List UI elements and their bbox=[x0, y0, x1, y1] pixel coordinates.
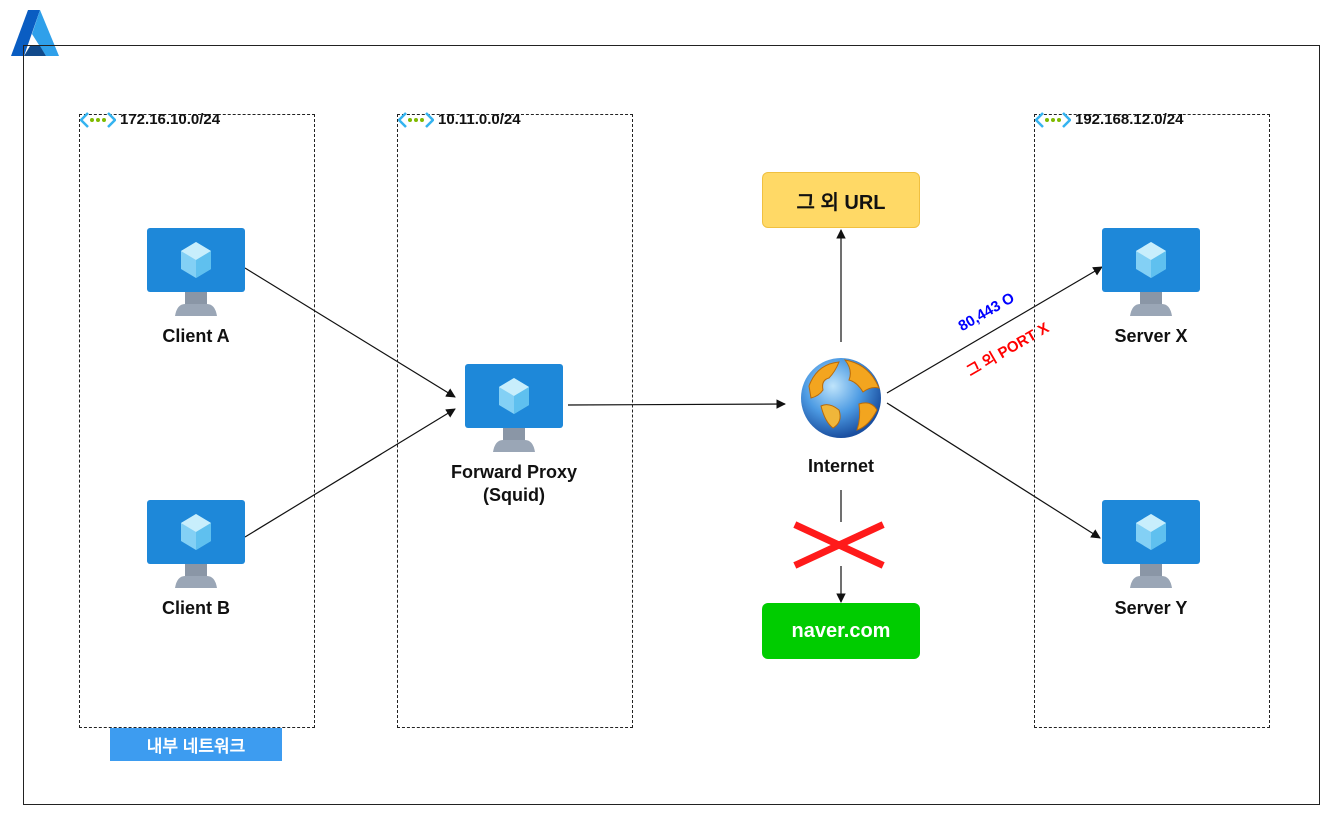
zone-cidr: 172.16.10.0/24 bbox=[120, 111, 221, 128]
vnet-icon bbox=[398, 111, 434, 128]
arrow-internet-to-server-y bbox=[886, 402, 1101, 539]
globe-icon bbox=[801, 358, 881, 438]
virtual-machine-icon bbox=[147, 228, 245, 316]
red-x-icon bbox=[793, 521, 885, 569]
zone-internal: 172.16.10.0/24 bbox=[79, 111, 315, 728]
virtual-machine-icon bbox=[147, 500, 245, 588]
virtual-machine-icon bbox=[1102, 228, 1200, 316]
internal-network-tag: 내부 네트워크 bbox=[110, 728, 282, 761]
node-label: Forward Proxy (Squid) bbox=[450, 462, 578, 505]
node-forward-proxy[interactable]: Forward Proxy (Squid) bbox=[430, 364, 598, 507]
node-server-x[interactable]: Server X bbox=[1092, 228, 1210, 348]
zone-servers: 192.168.12.0/24 bbox=[1034, 111, 1270, 728]
node-label: Server Y bbox=[1114, 598, 1188, 618]
node-label: Client B bbox=[161, 598, 230, 618]
arrow-client-a-to-proxy bbox=[244, 267, 456, 398]
zone-proxy: 10.11.0.0/24 bbox=[397, 111, 633, 728]
zone-cidr: 10.11.0.0/24 bbox=[438, 111, 521, 128]
node-label: Internet bbox=[807, 456, 874, 476]
diagram-frame bbox=[23, 45, 1320, 805]
arrow-proxy-to-internet bbox=[567, 399, 786, 409]
node-label: Server X bbox=[1114, 326, 1188, 346]
virtual-machine-icon bbox=[1102, 500, 1200, 588]
box-naver[interactable]: naver.com bbox=[762, 603, 920, 659]
node-internet[interactable]: Internet bbox=[786, 356, 896, 478]
zone-cidr: 192.168.12.0/24 bbox=[1075, 111, 1184, 128]
node-label: Client A bbox=[162, 326, 230, 346]
box-other-url[interactable]: 그 외 URL bbox=[762, 172, 920, 228]
arrow-client-b-to-proxy bbox=[244, 408, 456, 538]
virtual-machine-icon bbox=[465, 364, 563, 452]
node-server-y[interactable]: Server Y bbox=[1092, 500, 1210, 620]
node-client-b[interactable]: Client B bbox=[137, 500, 255, 620]
vnet-icon bbox=[1035, 111, 1071, 128]
vnet-icon bbox=[80, 111, 116, 128]
azure-logo-icon bbox=[11, 10, 59, 56]
arrow-internet-to-server-x bbox=[886, 266, 1103, 394]
node-client-a[interactable]: Client A bbox=[137, 228, 255, 348]
